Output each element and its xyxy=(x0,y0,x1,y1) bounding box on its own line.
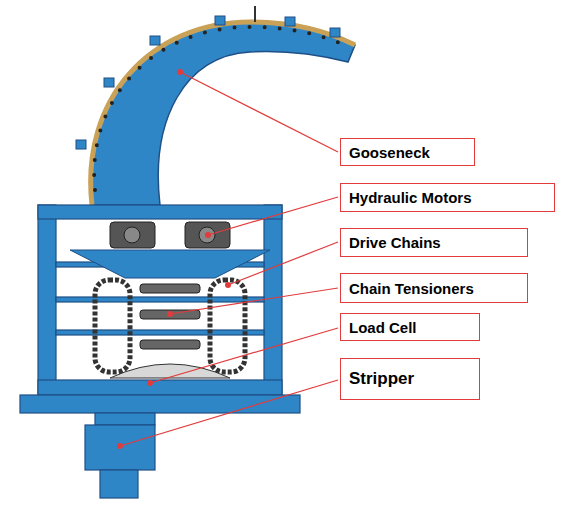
gooseneck-arc xyxy=(91,22,355,205)
drive-chains xyxy=(95,280,245,372)
load-cell xyxy=(110,364,230,378)
hopper xyxy=(70,250,270,278)
roller-strip xyxy=(91,22,355,205)
callout-box: Chain Tensioners xyxy=(340,273,528,303)
leader-dots xyxy=(117,69,231,449)
antenna xyxy=(254,6,256,22)
roller-brackets xyxy=(76,16,340,149)
callout-box: Gooseneck xyxy=(340,138,475,166)
frame xyxy=(20,205,300,413)
gooseneck-rollers xyxy=(94,27,350,190)
hydraulic-motors xyxy=(110,222,230,248)
callout-label: Drive Chains xyxy=(349,234,441,251)
callout-box: Stripper xyxy=(340,358,480,400)
stripper xyxy=(85,413,155,498)
leader-lines xyxy=(120,72,338,446)
chain-tensioners xyxy=(140,284,200,349)
callout-label: Hydraulic Motors xyxy=(349,189,472,206)
callout-box: Drive Chains xyxy=(340,228,528,257)
callout-box: Hydraulic Motors xyxy=(340,183,555,212)
callout-label: Gooseneck xyxy=(349,144,430,161)
callout-label: Load Cell xyxy=(349,319,417,336)
callout-box: Load Cell xyxy=(340,313,480,341)
callout-label: Stripper xyxy=(349,369,414,389)
callout-label: Chain Tensioners xyxy=(349,280,474,297)
